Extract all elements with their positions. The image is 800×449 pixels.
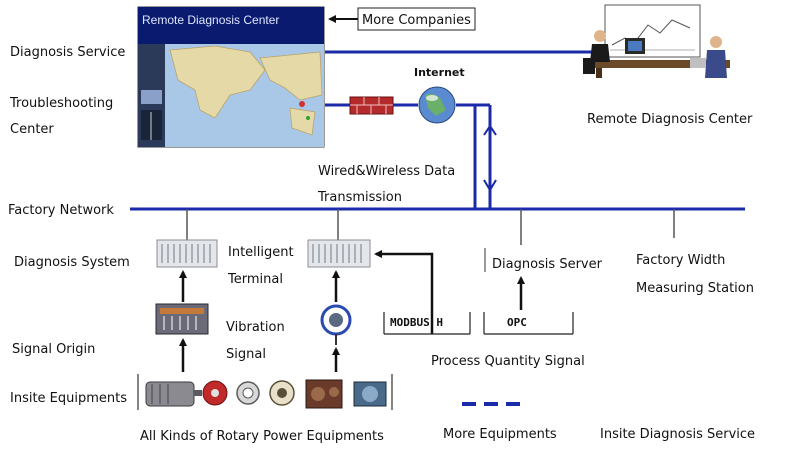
impeller-icon [202, 380, 228, 406]
pressure-sensor-icon [320, 304, 352, 345]
more-companies-box [357, 7, 476, 31]
more-equipments-label: More Equipments [443, 427, 557, 442]
wireless-antenna-lower [483, 179, 497, 192]
desk-icon [590, 60, 730, 68]
factory-width-label-line2: Measuring Station [636, 281, 754, 296]
firewall-icon [349, 96, 394, 115]
modbus-label: MODBUS H [390, 316, 443, 329]
wireless-antenna-upper [483, 124, 497, 136]
remote-center-label: Remote Diagnosis Center [587, 112, 753, 127]
operator-icon [583, 30, 610, 74]
arrow-modbus-to-system [374, 250, 434, 334]
vibration-signal-label-line1: Vibration [226, 320, 285, 335]
diagnosis-service-label: Diagnosis Service [10, 45, 125, 60]
factory-network-label: Factory Network [8, 203, 114, 218]
chart-monitor-icon [604, 4, 701, 58]
troubleshooting-label-line2: Center [10, 122, 54, 137]
coupling-icon [269, 380, 295, 406]
internet-label: Internet [414, 66, 465, 79]
diagnosis-system-device [307, 239, 371, 268]
diagnosis-system-label: Diagnosis System [14, 255, 130, 270]
process-quantity-label: Process Quantity Signal [431, 354, 585, 369]
modbus-box [383, 312, 471, 335]
vibration-signal-label-line2: Signal [226, 347, 266, 362]
opc-label: OPC [507, 316, 527, 329]
transmission-label-line1: Wired&Wireless Data [318, 164, 455, 179]
pump-icon [353, 381, 387, 407]
rotary-equipments-label: All Kinds of Rotary Power Equipments [140, 429, 384, 444]
motor-icon [145, 381, 202, 407]
more-companies-label: More Companies [362, 13, 471, 28]
screen-header [138, 7, 324, 44]
bearing-icon [236, 381, 260, 405]
remote-center-illustration [583, 4, 730, 78]
signal-origin-label: Signal Origin [12, 342, 95, 357]
gearbox-icon [305, 379, 343, 409]
opc-box [483, 312, 574, 335]
diagnosis-server-label: Diagnosis Server [492, 257, 603, 272]
intelligent-terminal-label-line2: Terminal [227, 272, 283, 287]
insite-equipments-label: Insite Equipments [10, 391, 127, 406]
intelligent-terminal-label-line1: Intelligent [228, 245, 294, 260]
insite-service-label: Insite Diagnosis Service [600, 427, 755, 442]
engineer-icon [690, 36, 727, 78]
troubleshooting-label-line1: Troubleshooting [9, 96, 113, 111]
screen-title: Remote Diagnosis Center [142, 13, 279, 27]
intelligent-terminal-device [156, 239, 218, 268]
factory-width-label-line1: Factory Width [636, 253, 725, 268]
internet-globe-icon [418, 86, 456, 124]
map-land [169, 45, 266, 119]
vibration-collector-icon [155, 303, 209, 335]
diagnosis-screen: Remote Diagnosis Center [137, 6, 325, 148]
transmission-label-line2: Transmission [317, 190, 402, 205]
